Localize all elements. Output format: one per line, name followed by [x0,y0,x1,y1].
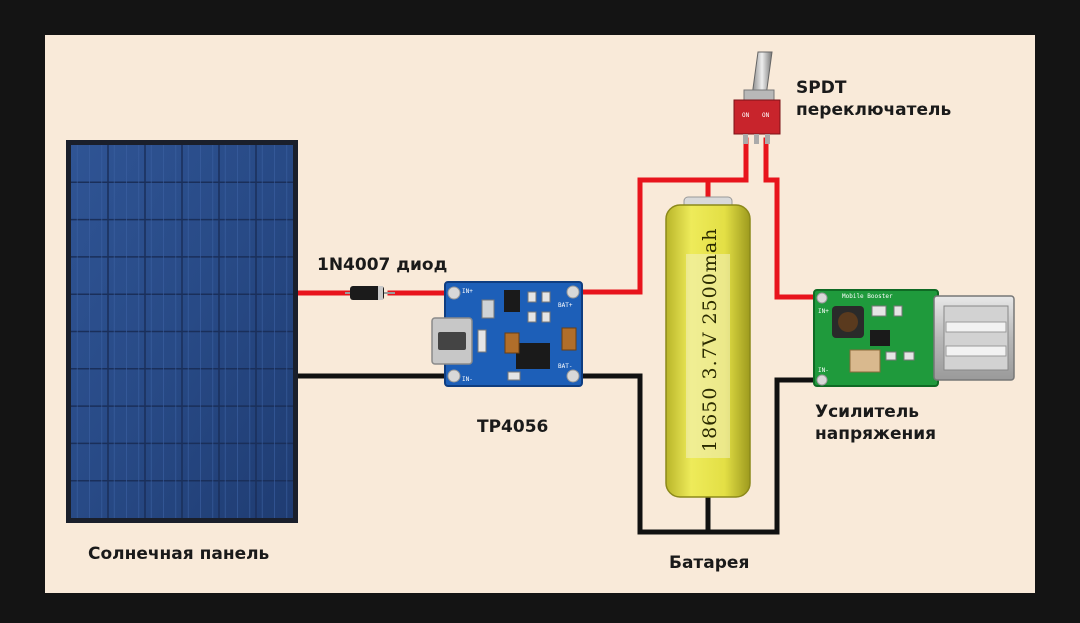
tp4056-pad-bat-minus [566,369,580,383]
solar-panel-label: Солнечная панель [88,544,269,564]
tp4056-label-bat-minus: BAT- [558,363,572,370]
solar-panel [66,140,298,523]
switch-label-line2: переключатель [796,100,951,120]
booster-pad-in-plus [816,292,828,304]
diode-cathode-band [378,286,383,300]
tp4056-transistor [504,290,520,312]
battery-label: Батарея [669,553,749,573]
tp4056-board: IN+ IN- BAT+ BAT- [431,281,583,387]
charger-label: TP4056 [477,417,548,437]
wire-charger-bat-plus-to-cell [579,177,711,295]
booster-label-line2: напряжения [815,424,936,444]
diode-component [345,286,395,300]
battery-print: 18650 3.7V 2500mah [699,228,721,452]
booster-board: Mobile Booster IN+ IN- [813,289,1015,387]
tp4056-pad-in-minus [447,369,461,383]
booster-label-in-plus: IN+ [818,308,829,315]
switch-marking-right: ON [762,112,770,119]
tp4056-pad-in-plus [447,286,461,300]
switch-label-line1: SPDT [796,78,847,98]
negative-wires [293,373,821,535]
booster-chip [870,330,890,346]
wire-switch-to-booster [763,137,821,300]
tp4056-label-in-plus: IN+ [462,288,473,295]
booster-title-print: Mobile Booster [842,293,893,300]
tp4056-label-in-minus: IN- [462,376,473,383]
spdt-switch: ON ON [733,51,781,144]
diode-body [350,286,384,300]
wire-cell-to-switch [705,137,749,183]
switch-body [733,99,781,135]
battery-cell: 18650 3.7V 2500mah [665,196,751,498]
tp4056-label-bat-plus: BAT+ [558,302,573,309]
tp4056-pad-bat-plus [566,285,580,299]
solar-panel-cells [71,145,293,518]
micro-usb-opening [438,332,466,350]
booster-pad-in-minus [816,374,828,386]
diode-label: 1N4007 диод [317,255,447,275]
tp4056-chip [516,343,550,369]
switch-marking-left: ON [742,112,750,119]
battery-label-area [686,254,730,458]
booster-label-in-minus: IN- [818,367,829,374]
booster-label-line1: Усилитель [815,402,919,422]
positive-wires [293,137,821,300]
